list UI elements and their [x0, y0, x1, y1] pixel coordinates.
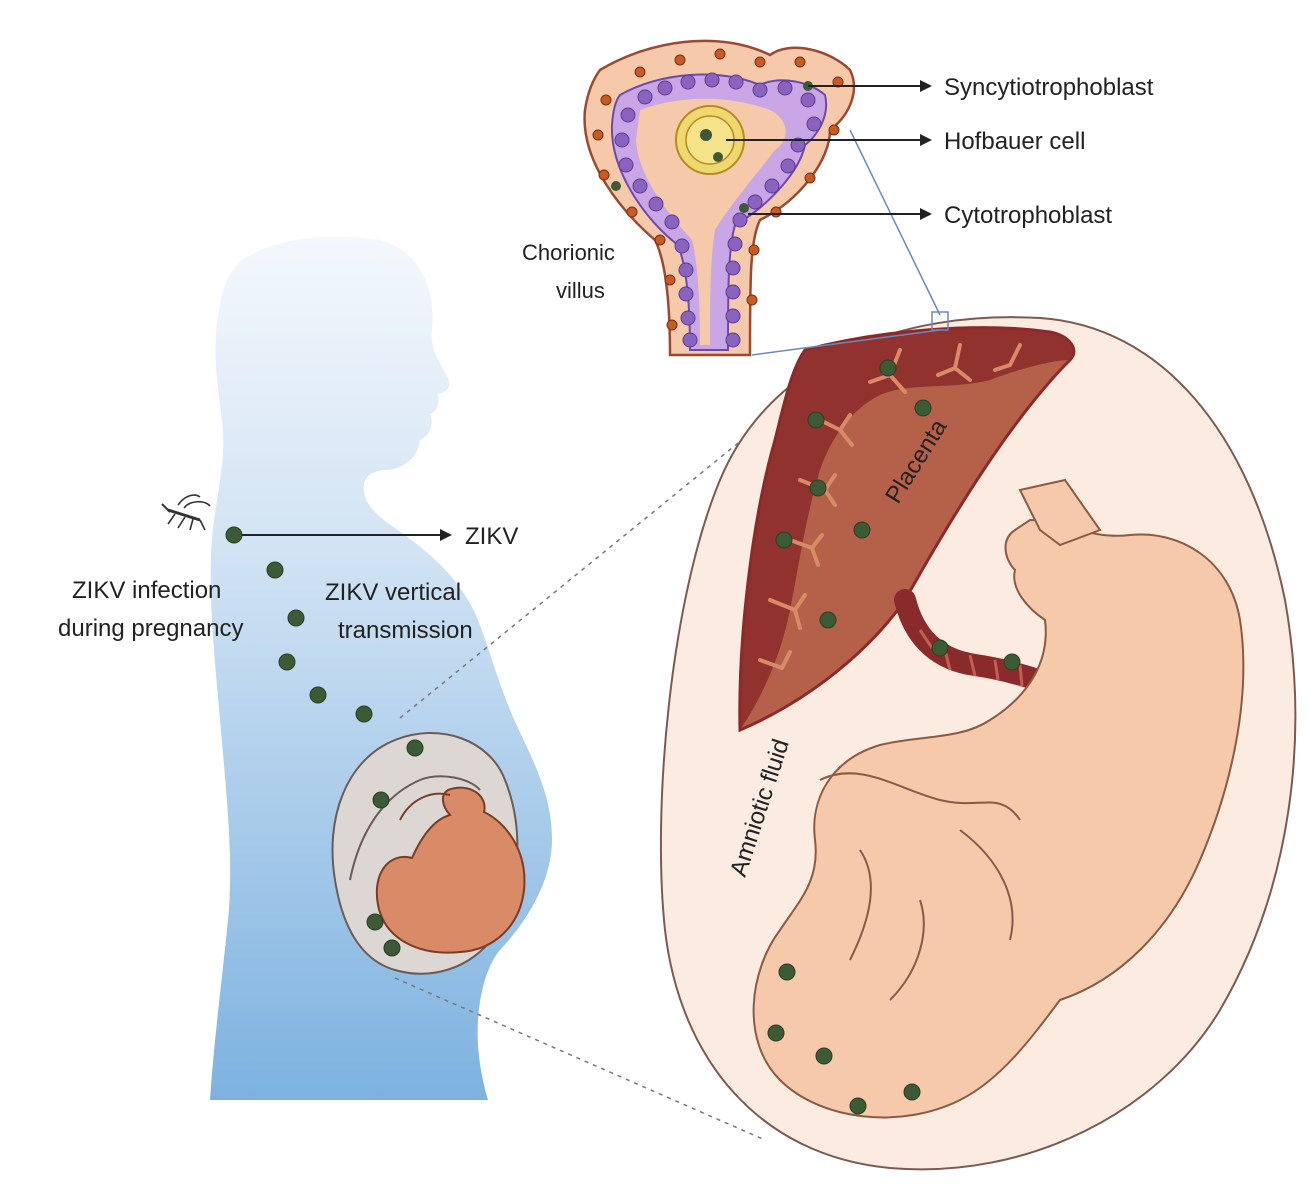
large-fetus [752, 518, 1245, 1119]
virus-particle-icon [879, 359, 897, 377]
virus-particle-icon [1003, 653, 1021, 671]
virus-particle-icon [355, 705, 373, 723]
virus-particle-icon [853, 521, 871, 539]
label-hofbauer-cell: Hofbauer cell [944, 128, 1085, 155]
virus-particle-icon [278, 653, 296, 671]
virus-particle-icon [914, 399, 932, 417]
placenta-villi-band [739, 327, 1074, 730]
virus-particle-icon [383, 939, 401, 957]
label-cytotrophoblast: Cytotrophoblast [944, 202, 1112, 229]
label-chorionic-line2: villus [556, 278, 605, 303]
virus-particle-icon [931, 639, 949, 657]
virus-particles [225, 359, 1021, 1115]
womb-small [331, 732, 526, 975]
virus-particle-icon [366, 913, 384, 931]
label-chorionic-line1: Chorionic [522, 240, 615, 265]
virus-particle-icon [809, 479, 827, 497]
villus-connector-bottom [751, 329, 941, 356]
virus-particle-icon [266, 561, 284, 579]
virus-particle-icon [903, 1083, 921, 1101]
label-vertical-line1: ZIKV vertical [325, 579, 461, 606]
mosquito-icon [161, 494, 211, 531]
virus-particle-icon [819, 611, 837, 629]
virus-particle-icon [807, 411, 825, 429]
fetus-ear [1018, 478, 1102, 547]
cytotrophoblast-cells [614, 72, 822, 348]
virus-particle-icon [849, 1097, 867, 1115]
label-infection-line2: during pregnancy [58, 615, 243, 642]
label-syncytiotrophoblast: Syncytiotrophoblast [944, 74, 1154, 101]
virus-particle-icon [778, 963, 796, 981]
label-infection-line1: ZIKV infection [72, 577, 221, 604]
placenta-villi-tufts [758, 343, 1022, 670]
virus-particle-icon [309, 686, 327, 704]
zoom-line-bottom [394, 977, 766, 1141]
virus-particle-icon [815, 1047, 833, 1065]
villus-label-arrowheads [920, 80, 932, 220]
virus-particle-icon [775, 531, 793, 549]
label-vertical-line2: transmission [338, 617, 473, 644]
villus-label-pointers [726, 85, 920, 215]
syncytiotrophoblast-nuclei [592, 48, 844, 331]
villus-connector-top [849, 129, 941, 316]
label-zikv: ZIKV [465, 523, 518, 550]
virus-particle-icon [225, 526, 243, 544]
virus-particle-icon [406, 739, 424, 757]
virus-particle-icon [287, 609, 305, 627]
virus-particle-icon [767, 1024, 785, 1042]
pregnant-woman-silhouette [210, 236, 552, 1101]
zikv-arrowhead [440, 529, 452, 541]
virus-particle-icon [372, 791, 390, 809]
fetus-limb-lines [819, 772, 1021, 1001]
villus-source-box [931, 311, 949, 331]
small-fetus [375, 786, 526, 954]
